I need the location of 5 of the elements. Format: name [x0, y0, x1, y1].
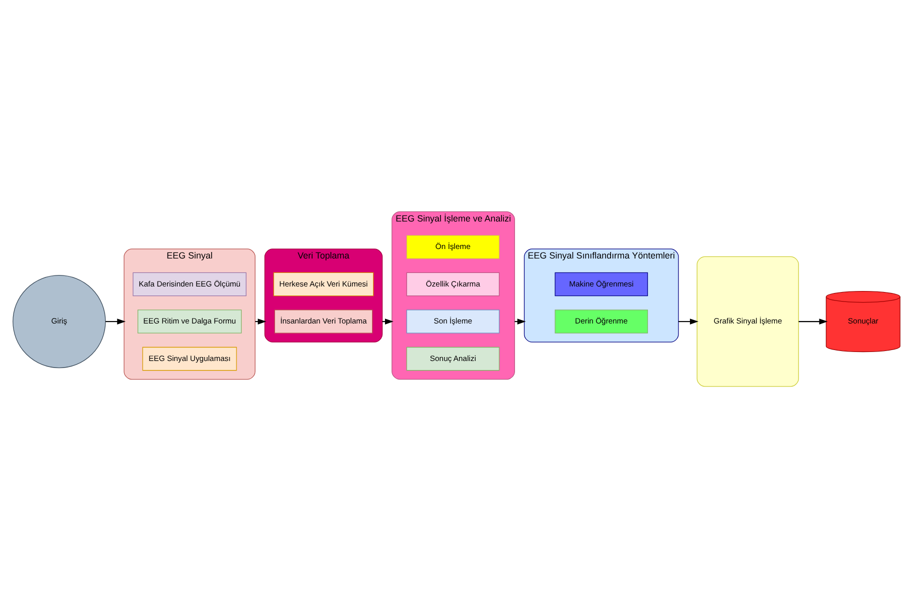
arrow: [514, 318, 526, 324]
arrow: [798, 318, 828, 324]
arrow: [255, 318, 266, 324]
arrow: [106, 318, 126, 324]
arrow: [678, 318, 698, 324]
